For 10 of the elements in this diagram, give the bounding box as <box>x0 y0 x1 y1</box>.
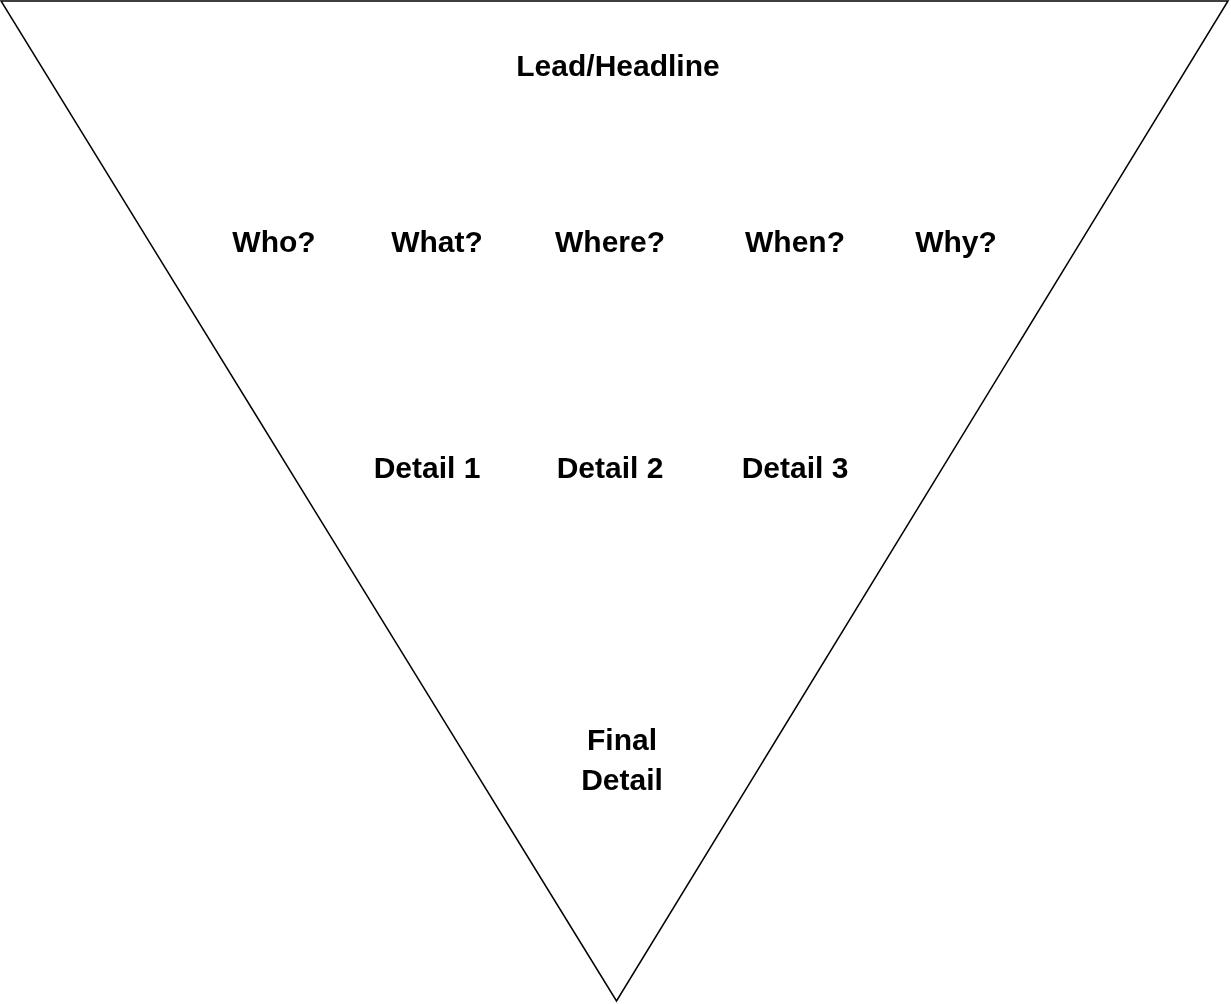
detail-text: Detail 2 <box>556 450 664 486</box>
detail-text: Detail 1 <box>373 450 481 486</box>
question-text: What? <box>391 224 483 260</box>
detail-text: Detail 3 <box>741 450 849 486</box>
question-text: When? <box>745 224 845 260</box>
question-text: Who? <box>232 224 316 260</box>
question-text: Why? <box>915 224 997 260</box>
question-text: Where? <box>555 224 665 260</box>
headline-text: Lead/Headline <box>516 48 720 84</box>
detail-text: Final Detail <box>580 722 664 798</box>
